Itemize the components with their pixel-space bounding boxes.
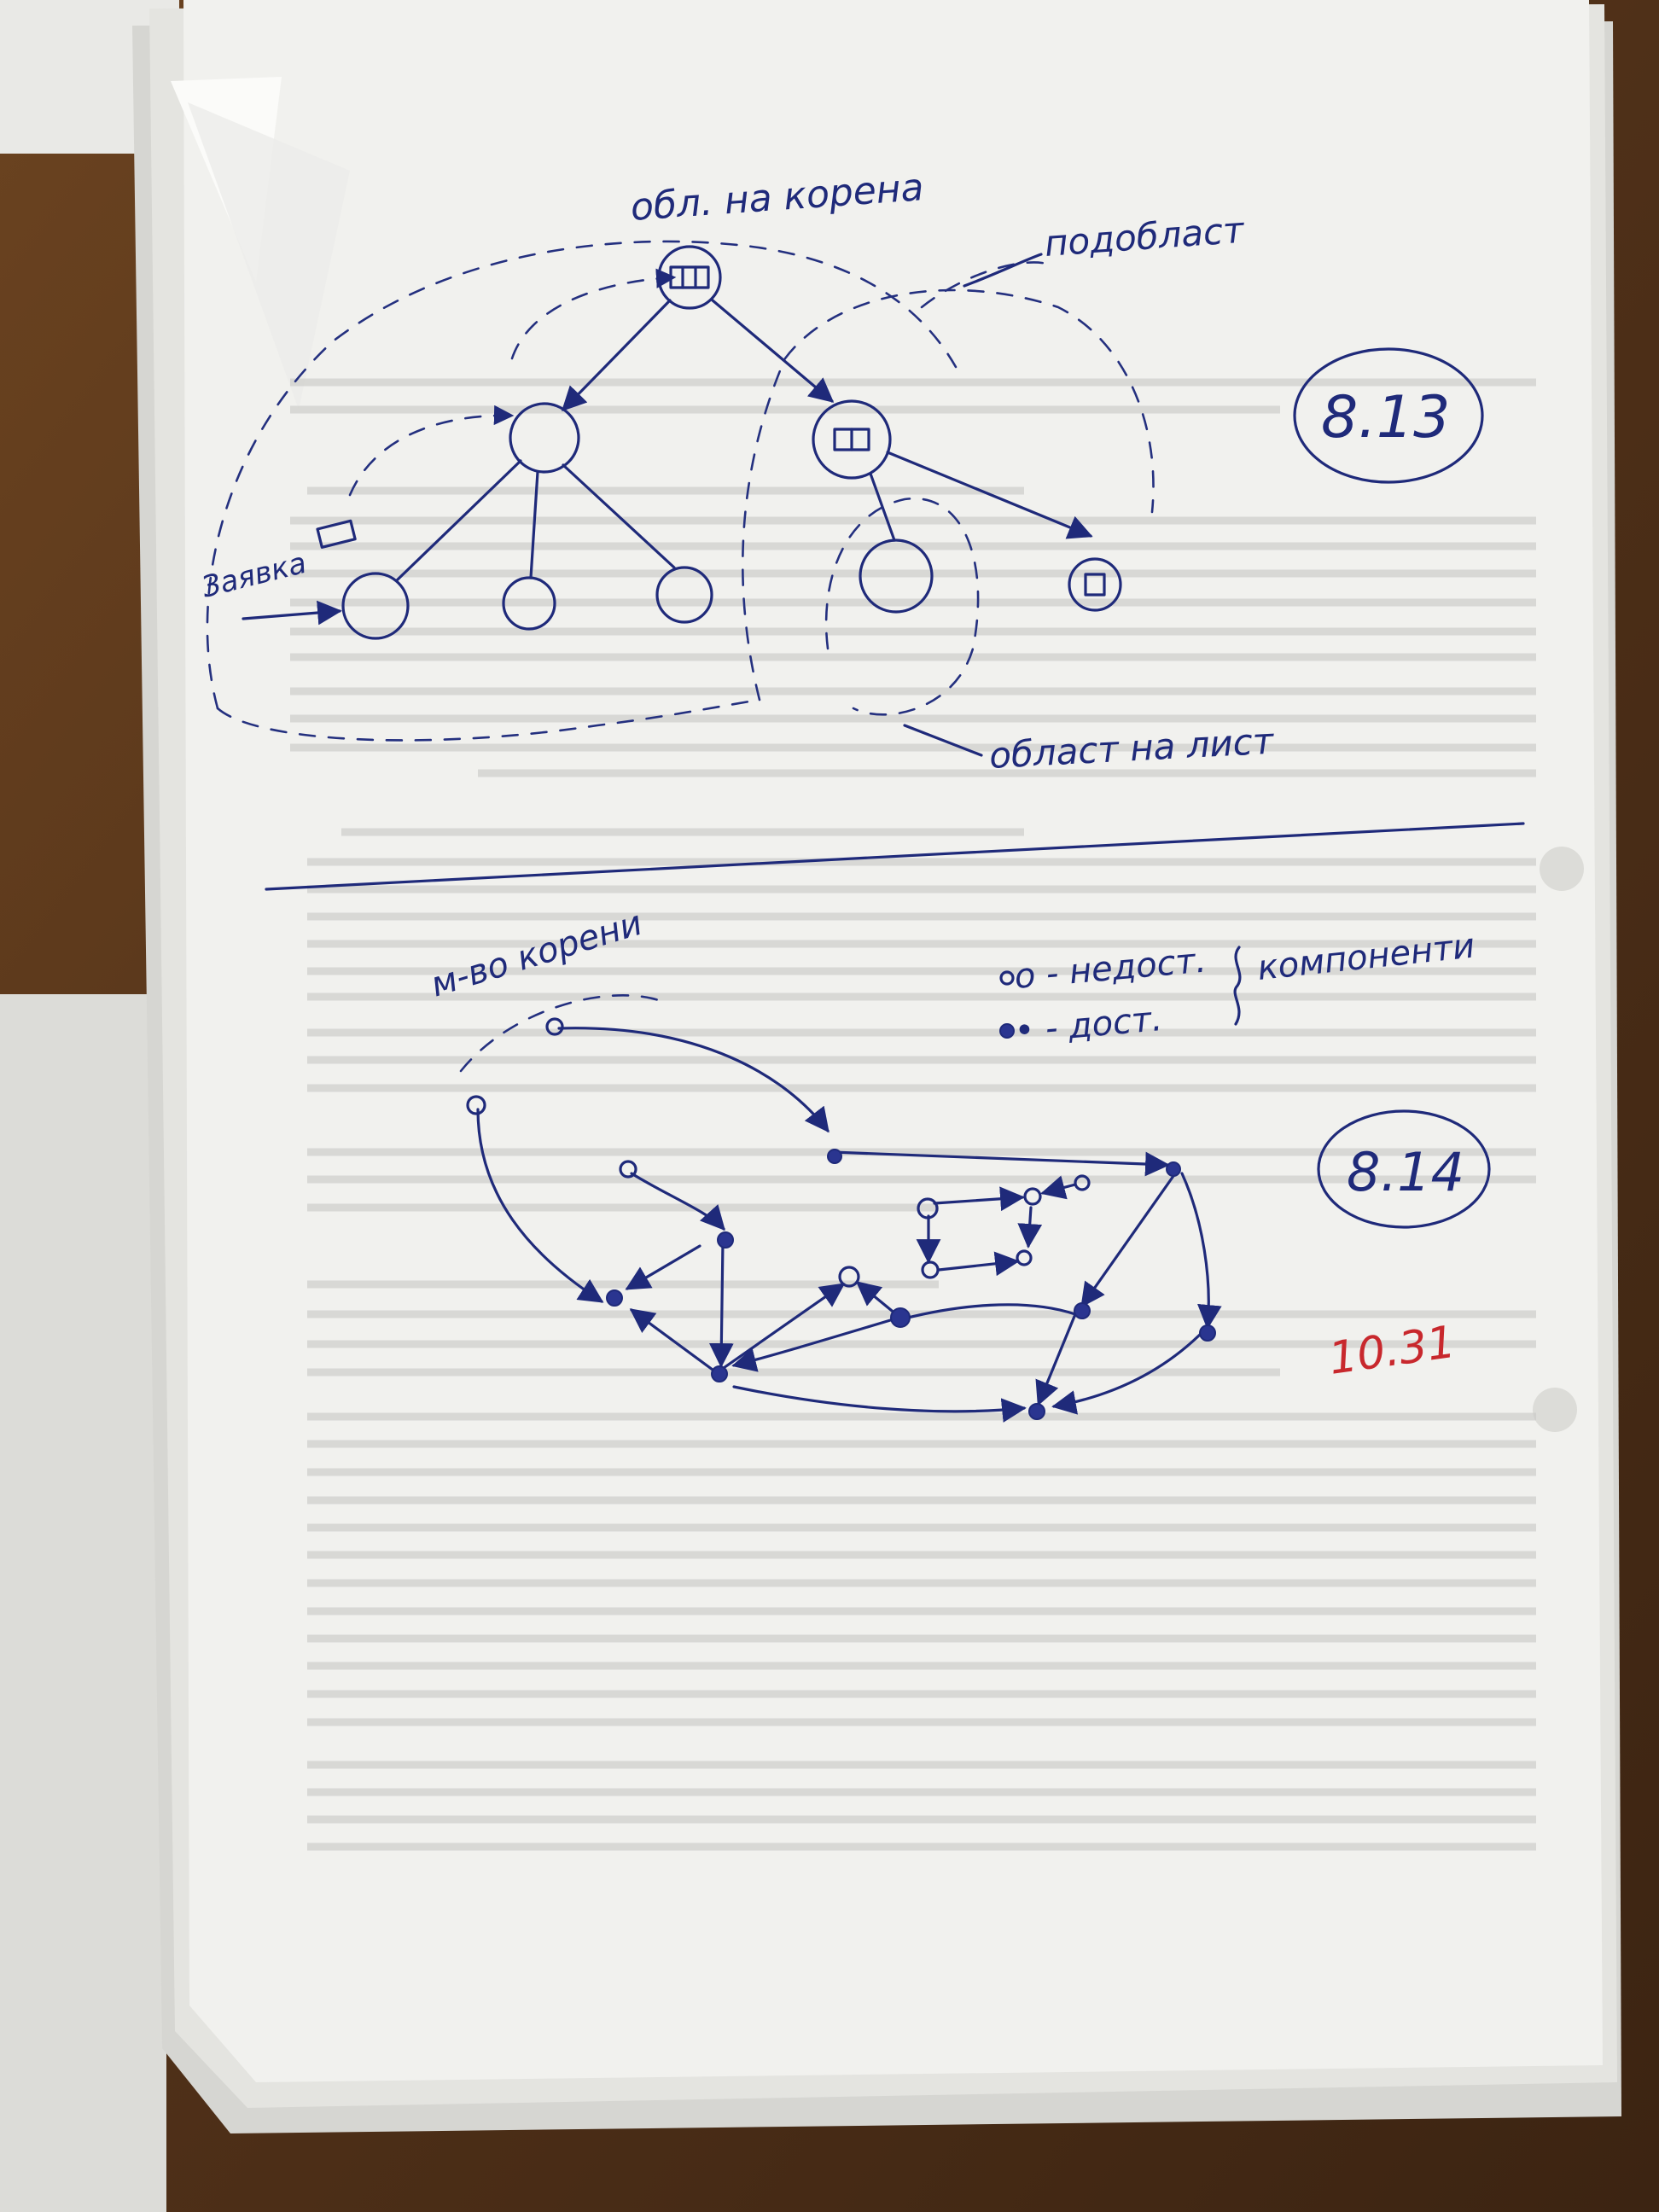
main-sheet (183, 0, 1603, 2082)
root-region-outline (206, 240, 958, 710)
node-unreached (921, 1260, 940, 1279)
node-reached (827, 1149, 842, 1164)
legend-filled-dot (999, 1023, 1015, 1039)
dashed-arrow-left (348, 405, 515, 497)
node-reached (711, 1365, 728, 1382)
subregion-outline (742, 288, 1155, 701)
figure-number-circle-a (1293, 347, 1484, 484)
root-node (657, 245, 722, 310)
separator-line (265, 822, 1525, 891)
node-reached (606, 1289, 623, 1307)
node-unreached (1023, 1187, 1042, 1206)
punch-hole-bottom (1533, 1388, 1577, 1432)
node-unreached (619, 1160, 637, 1179)
node-unreached (838, 1266, 860, 1288)
node-unreached (917, 1197, 939, 1220)
paper-left-sheet (0, 994, 166, 2212)
right-child-node (812, 399, 892, 480)
figure-number-b: 8.14 (1347, 1141, 1464, 1203)
left-bottom-outline (216, 698, 761, 742)
node-unreached (1074, 1174, 1091, 1191)
node-reached (717, 1231, 734, 1249)
figure-number-circle-b (1317, 1109, 1491, 1229)
roots-dashed-arc (459, 994, 667, 1073)
request-icon (316, 519, 357, 549)
punch-hole-top (1540, 847, 1584, 891)
leaf-node-5 (1068, 557, 1122, 612)
node-reached (1074, 1302, 1091, 1319)
legend-brace (1233, 946, 1242, 1026)
subregion-outline-2 (920, 261, 1051, 309)
node-reached (1028, 1403, 1045, 1420)
node-unreached (1016, 1249, 1033, 1266)
figure-number-a: 8.13 (1321, 384, 1450, 451)
leaf-node-4 (859, 538, 934, 614)
leaf-node-2 (502, 576, 556, 631)
node-reached (1199, 1324, 1216, 1342)
node-reached (890, 1307, 911, 1328)
graph-diagram (459, 970, 1222, 1423)
node-reached (1166, 1161, 1181, 1177)
left-child-node (509, 402, 580, 474)
legend-open-dot (999, 970, 1015, 986)
tree-diagram (206, 240, 1155, 757)
node-unreached (545, 1017, 564, 1036)
leaf-node-3 (655, 566, 713, 624)
leaf-region-outline (824, 497, 980, 716)
leaf-node-1 (341, 572, 410, 640)
node-unreached (466, 1095, 486, 1115)
